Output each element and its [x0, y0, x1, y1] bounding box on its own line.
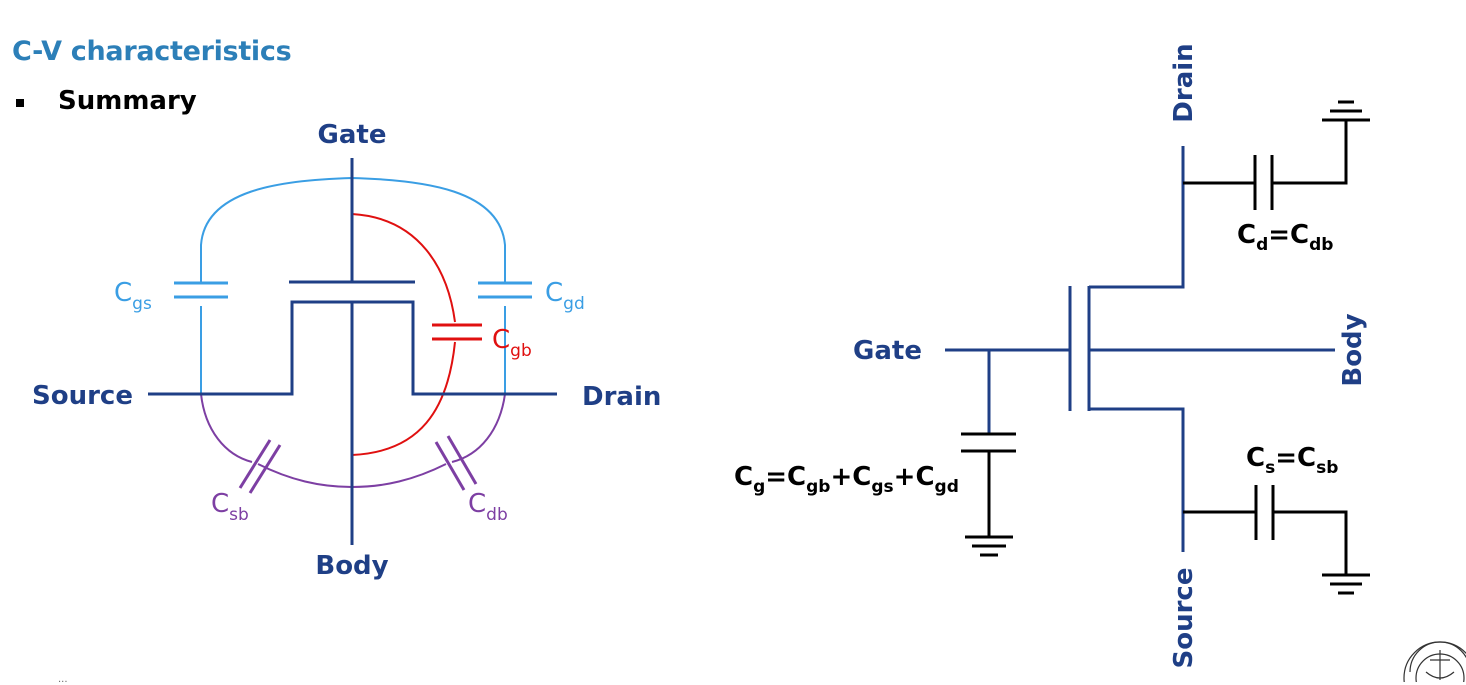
mosfet-symbol-right [945, 146, 1335, 552]
footer-text: ... [58, 674, 68, 685]
cdb-label: Cdb [468, 489, 508, 525]
cdb-capacitor-right [1183, 100, 1370, 210]
csb-capacitor-right [1183, 485, 1370, 595]
left-gate-label: Gate [318, 120, 387, 150]
mosfet-symbol-left [148, 158, 557, 545]
cg-capacitor-right [961, 350, 1016, 557]
cs-equation: Cs=Csb [1246, 443, 1338, 478]
right-body-label: Body [1338, 313, 1368, 386]
right-drain-label: Drain [1169, 43, 1199, 122]
left-body-label: Body [315, 551, 388, 581]
cgs-label: Cgs [114, 278, 152, 314]
slide-title: C-V characteristics [12, 36, 292, 67]
right-mosfet-diagram: Gate Drain Body Source Cd=Cdb Cs=Csb Cg=… [734, 43, 1370, 668]
bullet-marker [16, 99, 24, 107]
cgb-connection [351, 213, 482, 456]
right-source-label: Source [1169, 568, 1199, 669]
cg-equation: Cg=Cgb+Cgs+Cgd [734, 462, 959, 497]
csb-cdb-connection [200, 393, 506, 494]
csb-label: Csb [211, 489, 249, 525]
cgb-label: Cgb [492, 325, 532, 361]
left-source-label: Source [32, 381, 133, 411]
cd-equation: Cd=Cdb [1237, 220, 1333, 255]
left-drain-label: Drain [582, 382, 661, 412]
cgd-label: Cgd [545, 278, 585, 314]
university-seal-logo [1403, 641, 1466, 682]
right-gate-label: Gate [853, 336, 922, 366]
cgs-cgd-connection [174, 176, 532, 394]
left-mosfet-diagram: Gate Source Drain Body Cgs Cgd Cgb Csb C… [32, 120, 661, 581]
bullet-summary: Summary [58, 86, 197, 116]
